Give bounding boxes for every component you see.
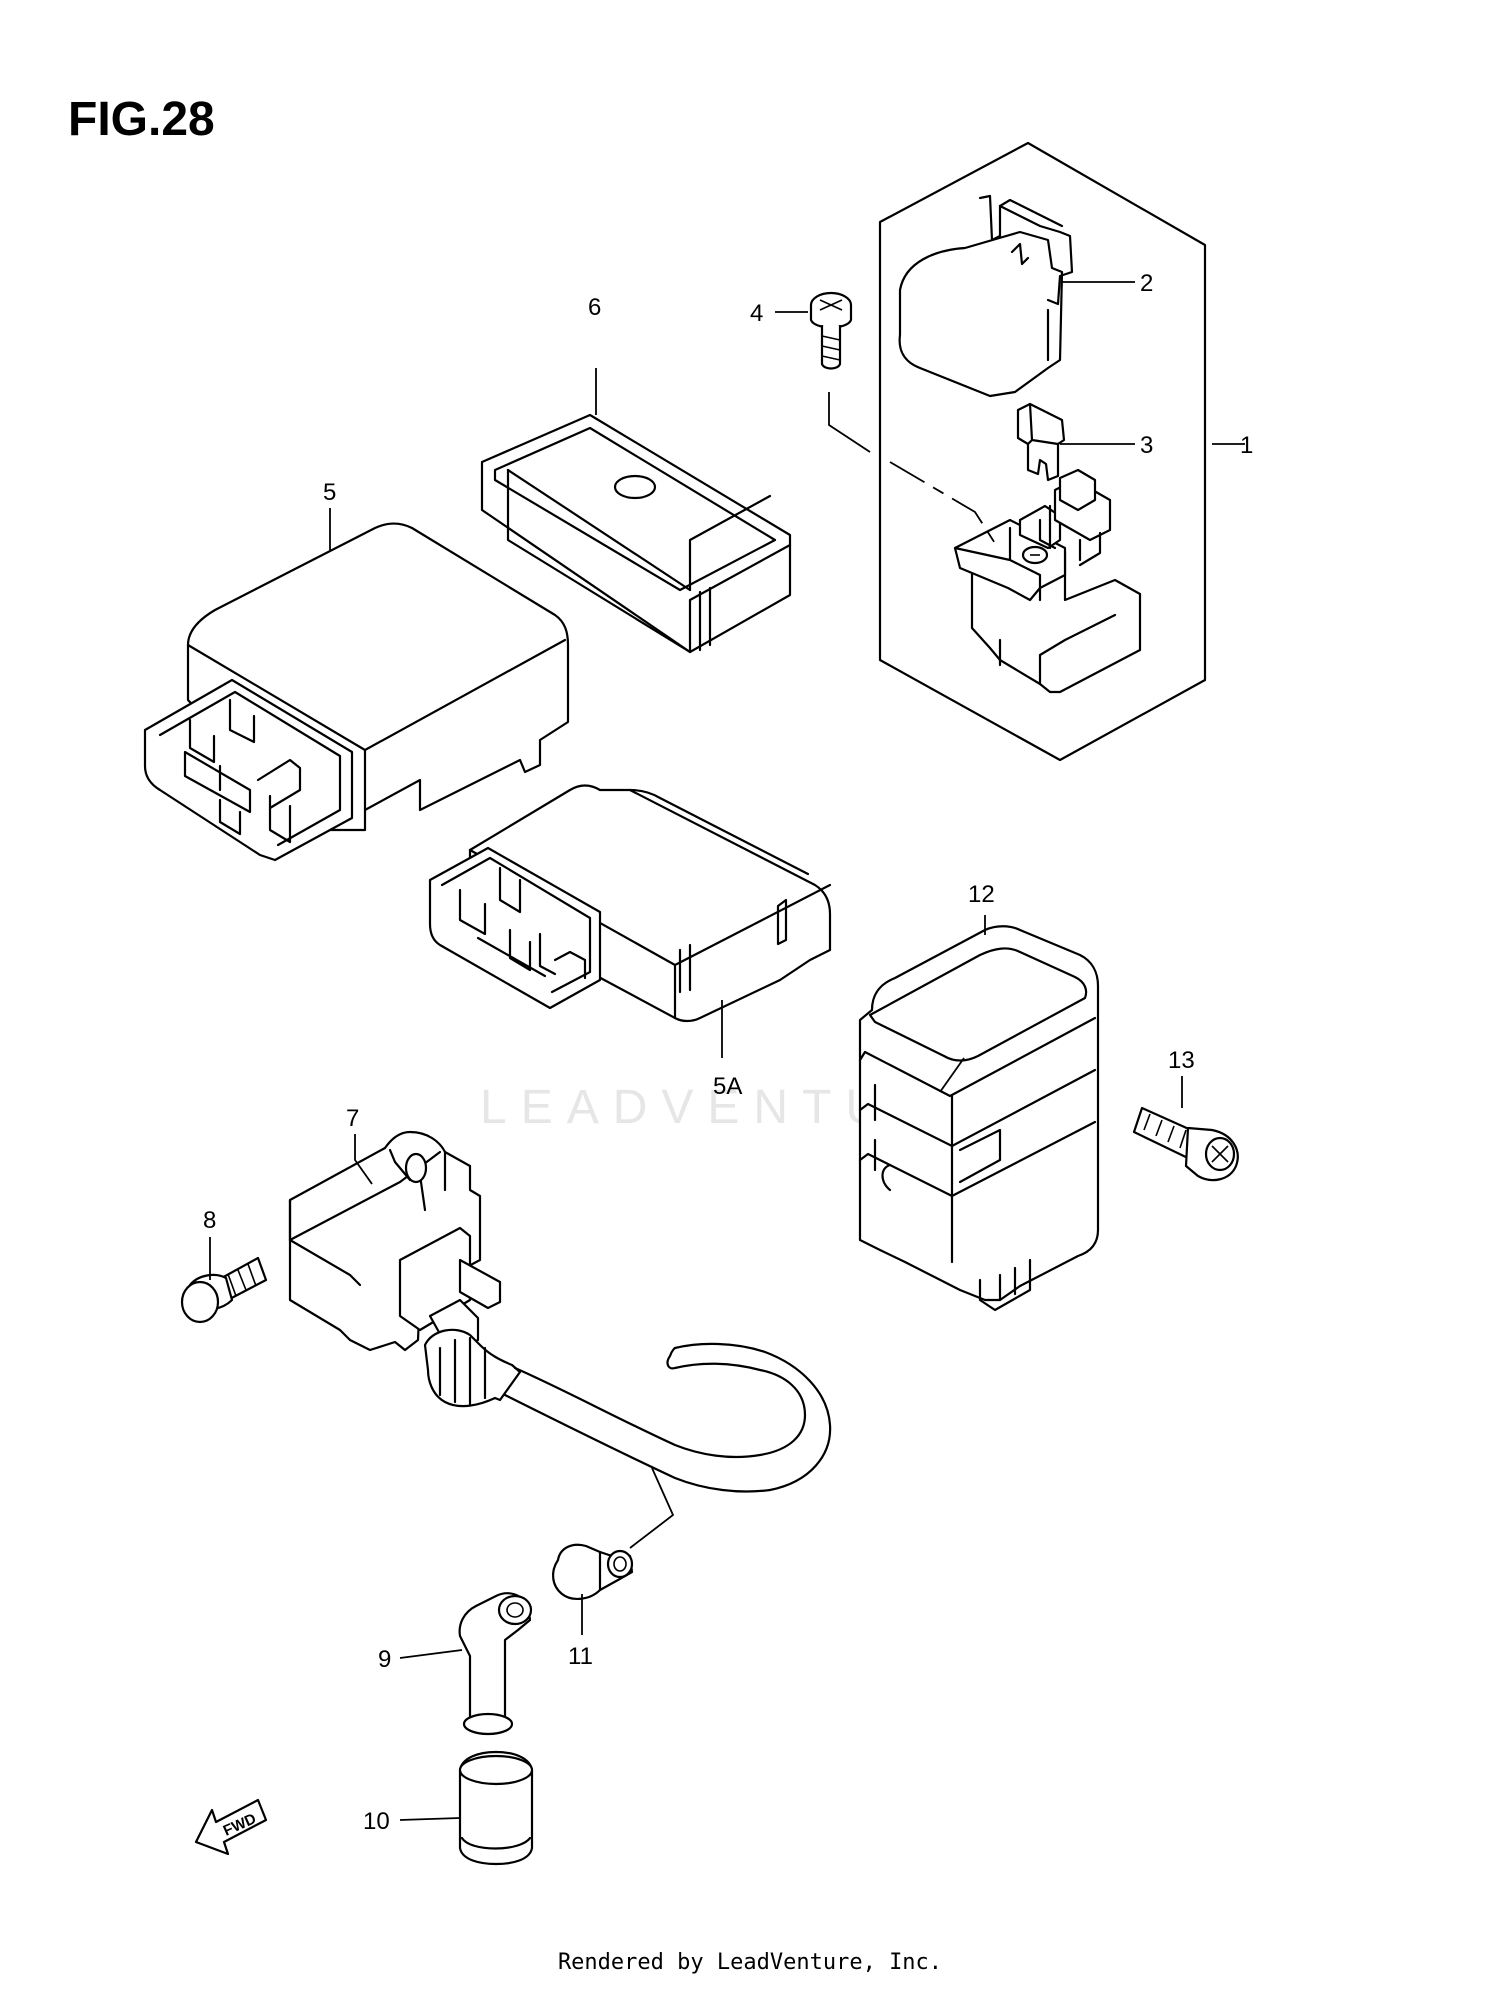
callout-4: 4	[750, 300, 763, 327]
part-11-plug-cap	[552, 1543, 634, 1600]
callout-10: 10	[363, 1808, 390, 1835]
part-5-ecu	[143, 522, 570, 862]
callout-7: 7	[346, 1105, 359, 1132]
figure-title: FIG.28	[68, 93, 215, 146]
part-4-screw	[809, 291, 853, 370]
callout-9: 9	[378, 1646, 391, 1673]
callout-12: 12	[968, 881, 995, 908]
part-6-ecu-cover	[480, 413, 792, 654]
callout-5a: 5A	[713, 1073, 742, 1100]
part-7-ignition-coil	[288, 1130, 502, 1354]
callout-5: 5	[323, 479, 336, 506]
part-2-relay-cover	[898, 194, 1074, 398]
leader-lines	[209, 281, 1245, 1821]
fwd-arrow-icon	[194, 1798, 268, 1856]
footer-credit: Rendered by LeadVenture, Inc.	[557, 1950, 943, 1975]
callout-13: 13	[1168, 1047, 1195, 1074]
callout-8: 8	[203, 1207, 216, 1234]
part-1-starter-relay	[953, 468, 1142, 694]
part-5a-ecu	[428, 784, 832, 1023]
part-8-bolt	[180, 1256, 268, 1324]
part-1-group-box	[878, 141, 1207, 762]
part-10-cap-cover	[458, 1750, 534, 1866]
callout-1: 1	[1240, 432, 1253, 459]
callout-2: 2	[1140, 270, 1153, 297]
callouts: 1 2 3 4 5 5A 6 7 8 9 10 11 12 13	[203, 270, 1253, 1835]
part-13-bolt	[1132, 1106, 1239, 1182]
part-3-fuse	[1016, 402, 1066, 482]
fwd-label: FWD	[221, 1810, 259, 1839]
part-9-plug-cap-elbow	[458, 1592, 533, 1736]
part-12-regulator	[858, 925, 1100, 1312]
callout-11: 11	[568, 1643, 593, 1670]
callout-3: 3	[1140, 432, 1153, 459]
ignition-lead	[423, 1328, 832, 1493]
callout-6: 6	[588, 294, 601, 321]
